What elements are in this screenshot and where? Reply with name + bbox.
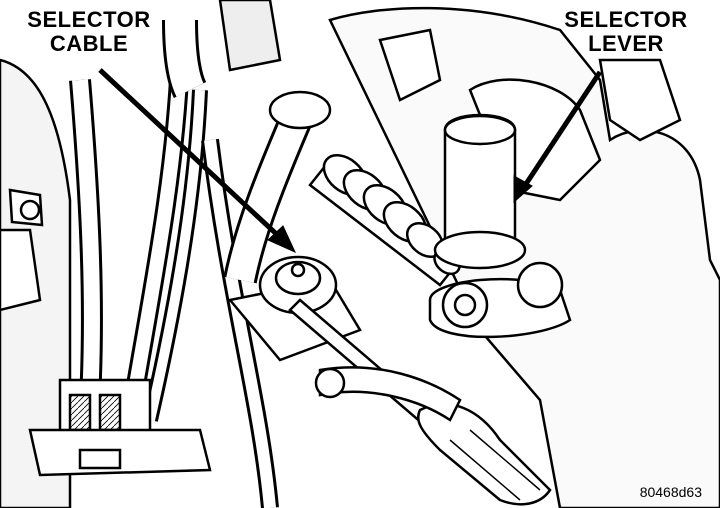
selector-lever-label-line-1: SELECTOR [564,7,688,32]
leader-arrows [98,68,603,253]
selector-cable-label-line-2: CABLE [49,31,129,56]
selector-cable-boot [308,154,462,287]
shift-linkage [314,366,462,422]
selector-lever [428,113,572,339]
coolant-hose [162,19,332,284]
selector-lever-label-line-2: LEVER [588,31,664,56]
selector-cable-label: SELECTOR CABLE [4,8,174,56]
cable-bundle [69,59,279,508]
electrical-connector [28,378,212,477]
figure-id: 80468d63 [639,484,702,500]
selector-lever-label: SELECTOR LEVER [538,8,714,56]
selector-cable-label-line-1: SELECTOR [27,7,151,32]
